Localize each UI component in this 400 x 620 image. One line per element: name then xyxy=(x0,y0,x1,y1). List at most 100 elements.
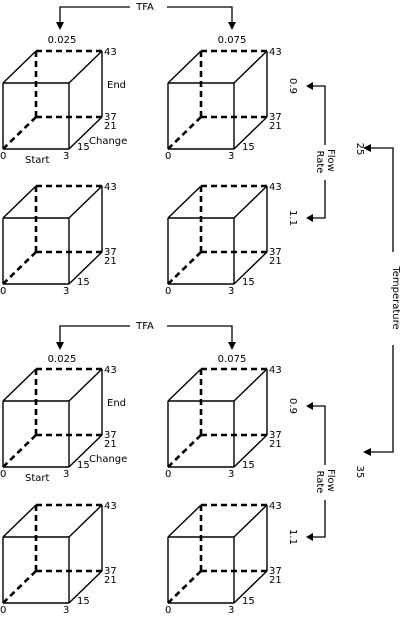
annotation-end: End xyxy=(107,80,126,91)
annotation-change: Change xyxy=(89,136,127,147)
flow-rate-label-2-line1: Flow xyxy=(325,469,336,492)
top-left-depth-edge xyxy=(2,368,37,402)
temperature-level-low: 25 xyxy=(354,143,365,156)
bottom-right-depth-edge xyxy=(68,116,103,150)
axis-label-change: 21 xyxy=(104,439,117,450)
axis-label-y-start: 37 xyxy=(104,112,117,123)
axis-label-x-end: 3 xyxy=(63,605,69,616)
tfa-level-low: 0.025 xyxy=(48,35,77,46)
axis-label-x-end: 3 xyxy=(228,605,234,616)
axis-label-depth: 15 xyxy=(242,596,255,607)
axis-label-x-end: 3 xyxy=(63,286,69,297)
axis-label-y-end: 43 xyxy=(269,47,282,58)
flow-rate-label-line2: Rate xyxy=(314,151,325,174)
axis-label-x-start: 0 xyxy=(0,469,6,480)
axis-label-y-start: 37 xyxy=(269,566,282,577)
tfa-label-2: TFA xyxy=(135,321,154,332)
axis-label-y-end: 43 xyxy=(269,365,282,376)
axis-label-y-start: 37 xyxy=(269,247,282,258)
axis-label-depth: 15 xyxy=(77,142,90,153)
axis-label-x-end: 3 xyxy=(63,151,69,162)
bottom-right-depth-edge xyxy=(68,434,103,468)
bottom-right-depth-edge xyxy=(233,570,268,604)
axis-label-change: 21 xyxy=(104,575,117,586)
axis-label-change: 21 xyxy=(104,121,117,132)
hidden-edge-bottom-depth xyxy=(167,434,202,468)
axis-label-change: 21 xyxy=(269,439,282,450)
top-right-depth-edge xyxy=(68,368,103,402)
top-left-depth-edge xyxy=(2,50,37,84)
bottom-block: TFA 0.025 0.075 0.9 1.1 Flow Rate xyxy=(48,321,336,545)
hidden-edge-bottom-depth xyxy=(2,434,37,468)
tfa-level-high: 0.075 xyxy=(218,35,247,46)
axis-label-change: 21 xyxy=(269,575,282,586)
tfa-level-high-2: 0.075 xyxy=(218,354,247,365)
axis-label-change: 21 xyxy=(269,256,282,267)
axis-label-y-start: 37 xyxy=(104,566,117,577)
axis-label-x-start: 0 xyxy=(165,151,171,162)
flow-rate-arrow-top: 0.9 1.1 Flow Rate xyxy=(287,78,336,226)
axis-label-x-end: 3 xyxy=(228,469,234,480)
axis-label-y-start: 37 xyxy=(104,430,117,441)
annotation-start: Start xyxy=(25,155,50,166)
flow-rate-arrow-bottom: 0.9 1.1 Flow Rate xyxy=(287,398,336,545)
axis-label-depth: 15 xyxy=(77,277,90,288)
flow-rate-label-2: Flow Rate xyxy=(314,469,336,495)
top-left-depth-edge xyxy=(167,504,202,538)
axis-label-change: 21 xyxy=(269,121,282,132)
annotation-end: End xyxy=(107,398,126,409)
axis-label-y-start: 37 xyxy=(269,430,282,441)
bottom-right-depth-edge xyxy=(233,251,268,285)
annotation-start: Start xyxy=(25,473,50,484)
axis-label-y-end: 43 xyxy=(269,182,282,193)
temperature-arrow: 25 35 Temperature xyxy=(354,143,400,479)
tfa-arrow-bottom: TFA xyxy=(56,321,236,350)
top-right-depth-edge xyxy=(233,504,268,538)
top-right-depth-edge xyxy=(233,185,268,219)
top-left-depth-edge xyxy=(2,504,37,538)
axis-label-depth: 15 xyxy=(242,460,255,471)
top-left-depth-edge xyxy=(167,50,202,84)
bottom-right-depth-edge xyxy=(68,570,103,604)
axis-label-depth: 15 xyxy=(77,596,90,607)
axis-label-y-end: 43 xyxy=(104,501,117,512)
flow-rate-level-high-2: 1.1 xyxy=(287,529,298,545)
axis-label-y-end: 43 xyxy=(104,182,117,193)
top-left-depth-edge xyxy=(167,185,202,219)
top-right-depth-edge xyxy=(68,50,103,84)
hidden-edge-bottom-depth xyxy=(167,251,202,285)
tfa-label: TFA xyxy=(135,2,154,13)
axis-label-x-end: 3 xyxy=(63,469,69,480)
flow-rate-level-low: 0.9 xyxy=(287,78,298,94)
axis-label-x-start: 0 xyxy=(0,286,6,297)
tfa-level-low-2: 0.025 xyxy=(48,354,77,365)
axis-label-y-start: 37 xyxy=(269,112,282,123)
axis-label-y-end: 43 xyxy=(104,47,117,58)
axis-label-depth: 15 xyxy=(77,460,90,471)
bottom-right-depth-edge xyxy=(233,116,268,150)
temperature-level-high: 35 xyxy=(354,466,365,479)
flow-rate-label-2-line2: Rate xyxy=(314,471,325,494)
flow-rate-label-line1: Flow xyxy=(325,149,336,172)
axis-label-y-end: 43 xyxy=(269,501,282,512)
axis-label-x-start: 0 xyxy=(165,605,171,616)
axis-label-depth: 15 xyxy=(242,277,255,288)
axis-label-y-end: 43 xyxy=(104,365,117,376)
top-left-depth-edge xyxy=(167,368,202,402)
hidden-edge-bottom-depth xyxy=(167,570,202,604)
top-block: TFA 0.025 0.075 0.9 1.1 Flow Rate xyxy=(48,2,336,226)
bottom-right-depth-edge xyxy=(68,251,103,285)
axis-label-change: 21 xyxy=(104,256,117,267)
hidden-edge-bottom-depth xyxy=(2,116,37,150)
annotation-change: Change xyxy=(89,454,127,465)
tfa-arrow-top: TFA xyxy=(56,2,236,30)
